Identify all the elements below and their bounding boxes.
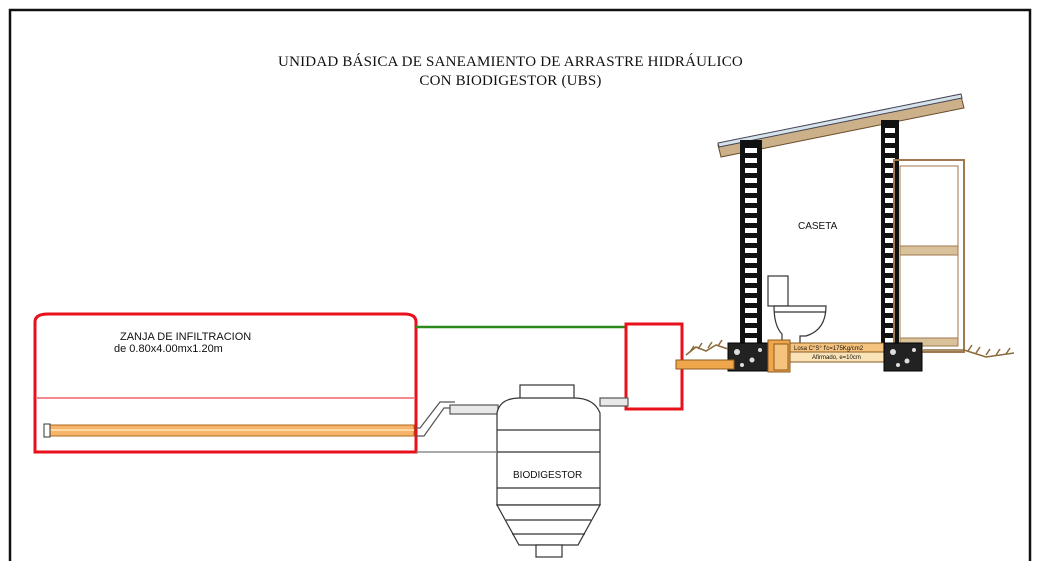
column-rung xyxy=(885,148,895,153)
column-rung xyxy=(885,158,895,163)
column-rung xyxy=(885,218,895,223)
biodigestor-tank xyxy=(495,384,602,558)
ground-line-left xyxy=(685,339,729,356)
column-rung xyxy=(745,208,757,213)
inlet-pipe xyxy=(599,397,629,407)
column-rung xyxy=(745,168,757,173)
caseta-right-column xyxy=(881,120,899,345)
drawing-border xyxy=(8,8,1032,561)
column-rung xyxy=(745,188,757,193)
column-rung xyxy=(885,278,895,283)
column-rung xyxy=(885,308,895,313)
column-rung xyxy=(885,238,895,243)
drain-pipe xyxy=(675,339,791,373)
caseta-roof xyxy=(717,93,965,158)
column-rung xyxy=(745,338,757,343)
column-rung xyxy=(745,278,757,283)
biodigestor-label: BIODIGESTOR xyxy=(513,470,582,481)
caseta-footing-left xyxy=(727,342,769,372)
column-rung xyxy=(745,258,757,263)
ground-line-right xyxy=(922,344,1015,358)
column-rung xyxy=(745,308,757,313)
column-rung xyxy=(745,318,757,323)
infiltration-trench xyxy=(33,312,418,454)
column-rung xyxy=(885,298,895,303)
column-rung xyxy=(745,178,757,183)
afirmado-label: Afirmado, e=10cm xyxy=(812,355,861,361)
column-rung xyxy=(885,338,895,343)
diagram-title-line1: UNIDAD BÁSICA DE SANEAMIENTO DE ARRASTRE… xyxy=(278,54,743,70)
column-rung xyxy=(745,218,757,223)
column-rung xyxy=(745,288,757,293)
column-rung xyxy=(745,298,757,303)
column-rung xyxy=(885,318,895,323)
column-rung xyxy=(885,138,895,143)
caseta-door xyxy=(893,159,965,353)
column-rung xyxy=(745,268,757,273)
column-rung xyxy=(885,208,895,213)
column-rung xyxy=(885,228,895,233)
column-rung xyxy=(885,328,895,333)
column-rung xyxy=(745,148,757,153)
column-rung xyxy=(745,198,757,203)
column-rung xyxy=(885,268,895,273)
column-rung xyxy=(885,258,895,263)
column-rung xyxy=(885,168,895,173)
column-rung xyxy=(745,228,757,233)
column-rung xyxy=(885,178,895,183)
column-rung xyxy=(885,248,895,253)
column-rung xyxy=(745,328,757,333)
column-rung xyxy=(745,238,757,243)
caseta-footing-right xyxy=(883,342,923,372)
column-rung xyxy=(745,248,757,253)
column-rung xyxy=(745,158,757,163)
zanja-label-line1: ZANJA DE INFILTRACION xyxy=(120,331,251,343)
caseta-left-column xyxy=(740,140,762,345)
registry-box xyxy=(624,322,684,411)
column-rung xyxy=(885,188,895,193)
slab-label: Losa C°S° f'c=175Kg/cm2 xyxy=(794,346,864,352)
column-rung xyxy=(885,288,895,293)
column-rung xyxy=(885,198,895,203)
diagram-title-line2: CON BIODIGESTOR (UBS) xyxy=(419,73,602,89)
column-rung xyxy=(885,128,895,133)
caseta-label: CASETA xyxy=(798,221,838,232)
outlet-pipe xyxy=(416,401,499,453)
toilet-icon xyxy=(767,275,827,345)
zanja-label-line2: de 0.80x4.00mx1.20m xyxy=(114,343,223,355)
